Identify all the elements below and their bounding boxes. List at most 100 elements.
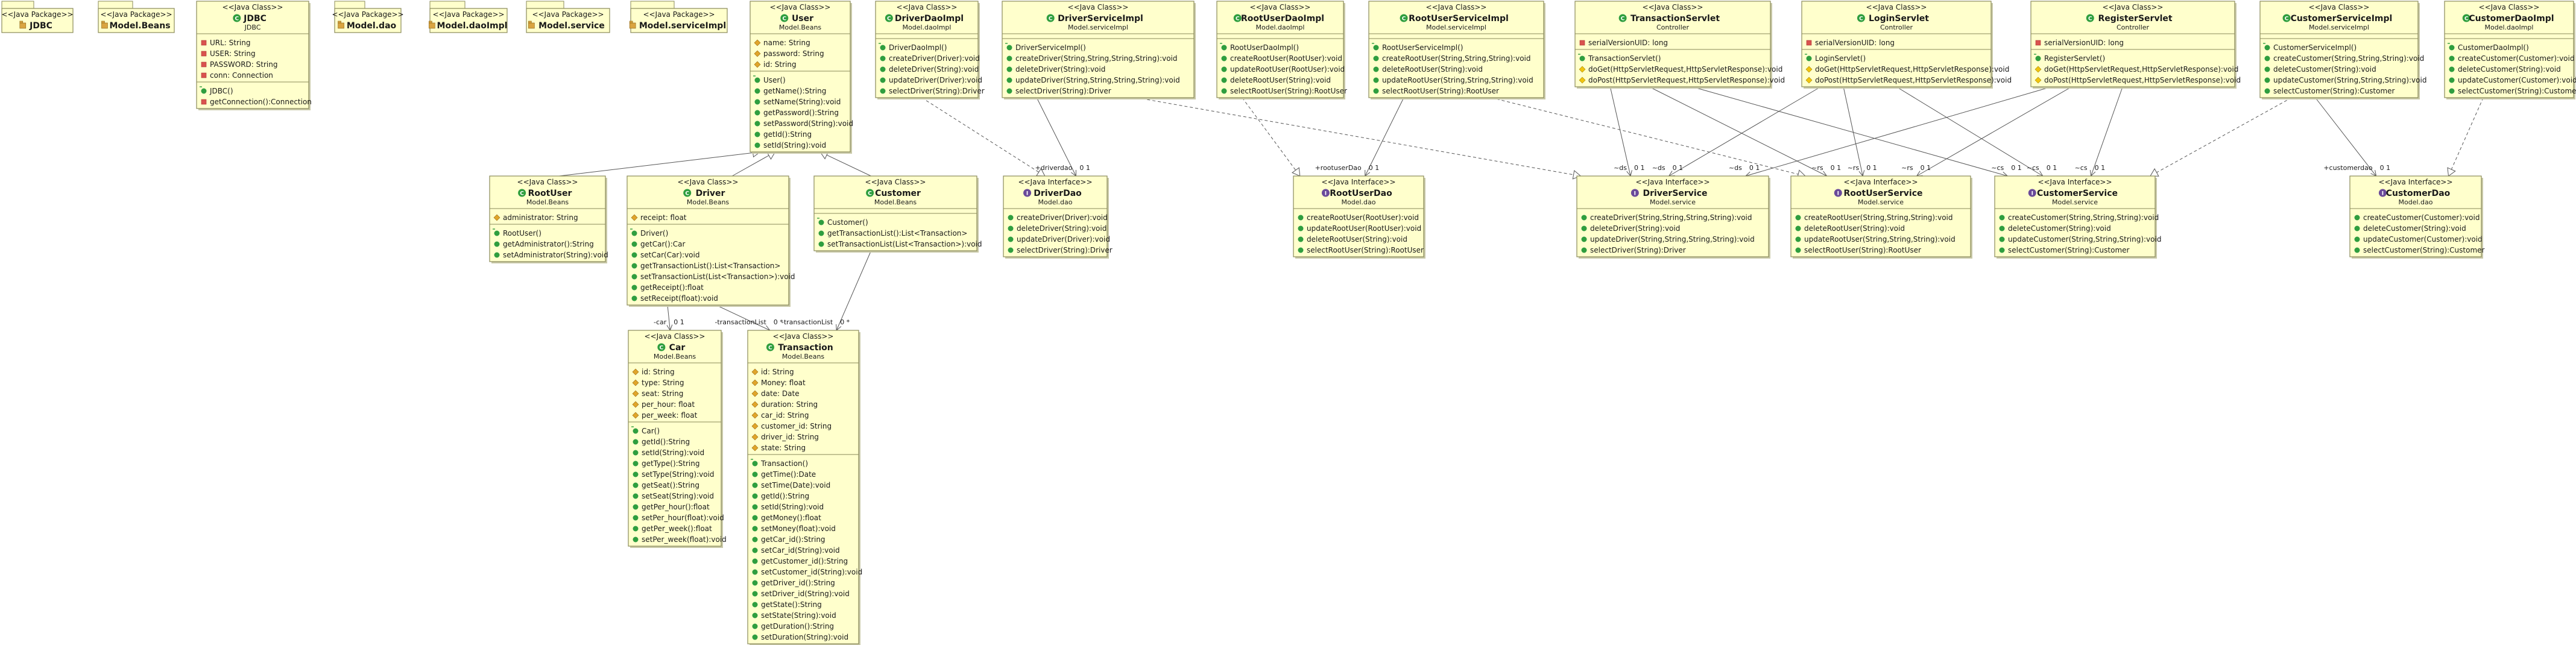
multiplicity-label: 0 1 bbox=[1634, 164, 1645, 172]
svg-text:C: C bbox=[660, 345, 664, 351]
method-item: setId(String):void bbox=[761, 503, 824, 511]
package-label: Model.daoImpl bbox=[903, 24, 952, 31]
method-item: selectCustomer(String):Customer bbox=[2273, 87, 2395, 95]
multiplicity-label: 0 1 bbox=[1079, 164, 1090, 172]
class-box bbox=[1293, 175, 1424, 257]
method-item: getId():String bbox=[761, 492, 809, 500]
stereotype-label: <<Java Class>> bbox=[645, 332, 706, 341]
stereotype-label: <<Java Class>> bbox=[1250, 3, 1311, 11]
package-label: Model.Beans bbox=[874, 198, 917, 206]
role-label: -transactionList bbox=[781, 318, 833, 326]
method-item: setCar(Car):void bbox=[640, 251, 699, 259]
method-item: selectDriver(String):Driver bbox=[1017, 246, 1113, 254]
method-item: updateRootUser(RootUser):void bbox=[1230, 65, 1345, 74]
method-item: LoginServlet() bbox=[1815, 54, 1866, 63]
field-item: customer_id: String bbox=[761, 422, 832, 430]
method-item: setAdministrator(String):void bbox=[503, 251, 608, 259]
method-item: getPassword():String bbox=[763, 109, 839, 117]
method-item: selectRootUser(String):RootUser bbox=[1307, 246, 1424, 254]
svg-text:C: C bbox=[685, 191, 689, 197]
class-box bbox=[750, 1, 851, 153]
package-model-dao-impl[interactable]: <<Java Package>>Model.daoImpl bbox=[429, 1, 508, 33]
svg-text:I: I bbox=[2382, 191, 2384, 197]
method-item: createCustomer(String,String,String):voi… bbox=[2273, 54, 2424, 63]
method-item: selectDriver(String):Driver bbox=[1590, 246, 1686, 254]
svg-text:C: C bbox=[2088, 16, 2092, 22]
class-name: JDBC bbox=[243, 14, 267, 24]
method-item: updateCustomer(String,String,String):voi… bbox=[2008, 235, 2161, 244]
method-item: getId():String bbox=[642, 438, 690, 446]
package-label: Model.dao bbox=[2399, 198, 2433, 206]
field-item: USER: String bbox=[210, 49, 256, 58]
method-item: Driver() bbox=[640, 229, 668, 238]
method-item: setPassword(String):void bbox=[763, 119, 853, 128]
method-item: getCar_id():String bbox=[761, 535, 826, 544]
method-item: deleteDriver(String):void bbox=[1590, 224, 1680, 233]
package-model-dao[interactable]: <<Java Package>>Model.dao bbox=[332, 1, 404, 33]
method-item: Transaction() bbox=[760, 459, 808, 468]
package-model-service-impl[interactable]: <<Java Package>>Model.serviceImpl bbox=[629, 1, 728, 33]
method-item: setId(String):void bbox=[642, 448, 704, 457]
svg-text:C: C bbox=[782, 16, 786, 22]
method-item: selectRootUser(String):RootUser bbox=[1230, 87, 1347, 95]
class-name: User bbox=[792, 14, 813, 24]
method-item: selectRootUser(String):RootUser bbox=[1382, 87, 1499, 95]
method-item: deleteRootUser(String):void bbox=[1382, 65, 1483, 74]
role-label: -transactionList bbox=[715, 318, 766, 326]
class-name: DriverDao bbox=[1034, 189, 1082, 198]
multiplicity-label: 0 1 bbox=[1749, 164, 1760, 172]
field-item: per_hour: float bbox=[642, 400, 695, 409]
multiplicity-label: 0 1 bbox=[1921, 164, 1931, 172]
class-icon: C bbox=[780, 14, 789, 22]
package-model-service[interactable]: <<Java Package>>Model.service bbox=[526, 1, 610, 33]
class-box bbox=[628, 330, 722, 547]
stereotype-label: <<Java Interface>> bbox=[1321, 178, 1395, 186]
stereotype-label: <<Java Class>> bbox=[223, 3, 283, 11]
package-model-beans[interactable]: <<Java Package>>Model.Beans bbox=[98, 1, 175, 33]
method-item: setState(String):void bbox=[761, 611, 836, 620]
package-label: Model.serviceImpl bbox=[1426, 24, 1486, 31]
multiplicity-label: 0 1 bbox=[1866, 164, 1877, 172]
stereotype-label: <<Java Class>> bbox=[1866, 3, 1927, 11]
multiplicity-label: 0 1 bbox=[2380, 164, 2391, 172]
package-label: Model.Beans bbox=[654, 353, 696, 360]
class-name: CustomerDaoImpl bbox=[2469, 14, 2554, 24]
multiplicity-label: 0 1 bbox=[2095, 164, 2106, 172]
method-item: deleteRootUser(String):void bbox=[1230, 76, 1331, 84]
method-item: setTransactionList(List<Transaction>):vo… bbox=[827, 240, 982, 248]
field-item: duration: String bbox=[761, 400, 818, 409]
class-name: RootUserDao bbox=[1330, 189, 1392, 198]
package-jdbc[interactable]: <<Java Package>>JDBC bbox=[1, 1, 74, 33]
interface-icon: I bbox=[2378, 189, 2387, 197]
method-item: getDuration():String bbox=[761, 622, 834, 631]
class-icon: C bbox=[885, 14, 893, 22]
field-item: URL: String bbox=[210, 39, 250, 47]
method-item: updateDriver(Driver):void bbox=[1017, 235, 1110, 244]
method-item: setMoney(float):void bbox=[761, 524, 836, 533]
